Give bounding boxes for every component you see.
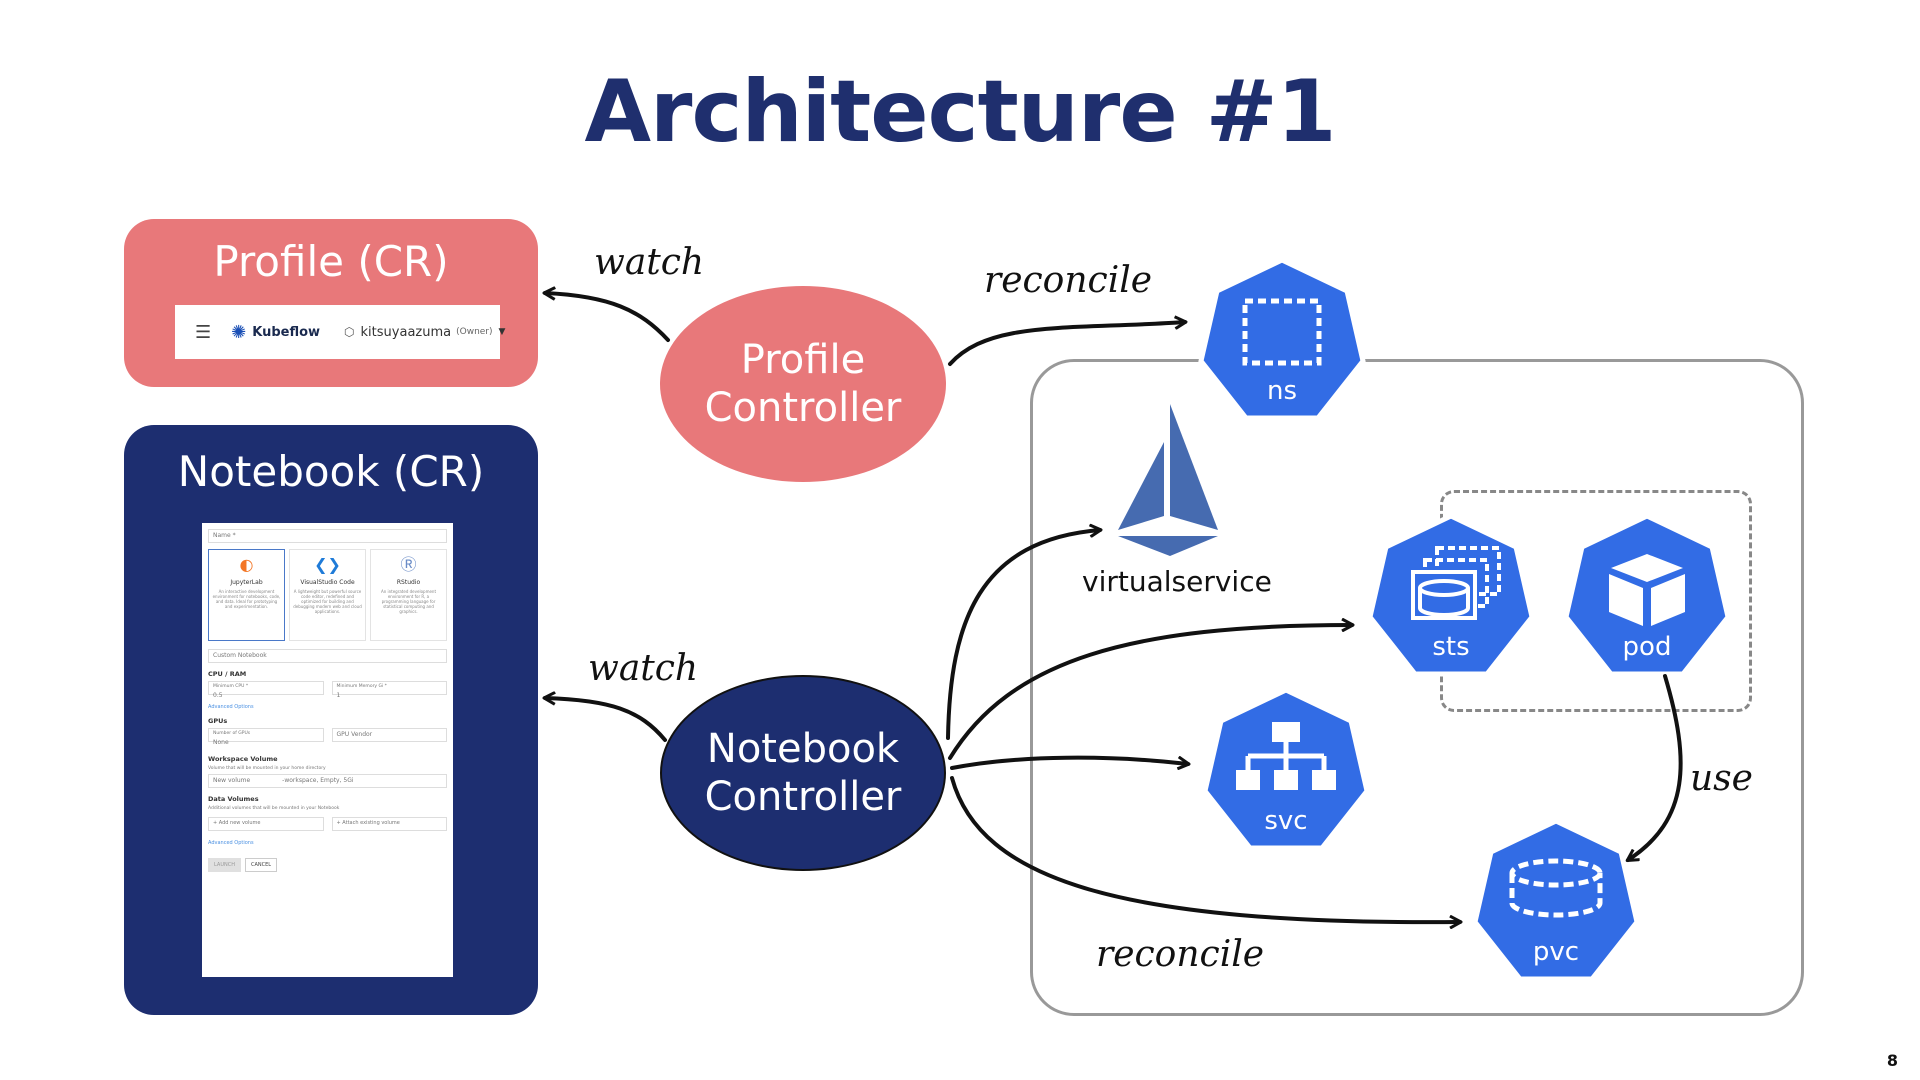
- num-gpus-value: None: [213, 739, 229, 746]
- svc-label: svc: [1264, 806, 1308, 836]
- arrow-to-virtualservice: [946, 530, 1100, 740]
- workspace-value: New volume: [213, 777, 251, 784]
- svc-hexagon: [1202, 687, 1370, 851]
- image-card-desc: A lightweight but powerful source code e…: [293, 589, 362, 614]
- pvc-label: pvc: [1532, 937, 1580, 967]
- vscode-icon: ❮❯: [314, 555, 341, 574]
- notebook-form-screenshot: Name * ◐ JupyterLab An interactive devel…: [202, 523, 453, 977]
- virtualservice-label: virtualservice: [1082, 565, 1272, 598]
- jupyter-icon: ◐: [239, 555, 254, 574]
- min-cpu-field: Minimum CPU * 0.5: [208, 681, 324, 699]
- notebook-controller-line2: Controller: [704, 774, 902, 820]
- launch-button: LAUNCH: [208, 858, 241, 872]
- ns-hexagon: [1198, 257, 1366, 421]
- data-volumes-desc: Additional volumes that will be mounted …: [208, 806, 340, 811]
- namespace-name: kitsuyaazuma: [360, 324, 452, 340]
- pod-hexagon: [1563, 513, 1731, 677]
- sts-label: sts: [1432, 632, 1470, 662]
- use-label: use: [1690, 758, 1753, 799]
- page-number: 8: [1886, 1051, 1898, 1070]
- chevron-down-icon: ▼: [498, 327, 506, 337]
- arrow-reconcile-ns: [948, 322, 1185, 366]
- image-card-desc: An interactive development environment f…: [212, 589, 281, 609]
- min-cpu-value: 0.5: [213, 692, 223, 699]
- min-memory-field: Minimum Memory Gi * 1: [331, 681, 447, 699]
- profile-controller: Profile Controller: [660, 286, 946, 482]
- arrow-to-sts: [948, 625, 1352, 760]
- pod-label: pod: [1622, 632, 1672, 662]
- namespace-cube-icon: ⬡: [344, 325, 355, 339]
- notebook-controller: Notebook Controller: [660, 675, 946, 871]
- sts-hexagon: [1367, 513, 1535, 677]
- notebook-cr-title: Notebook (CR): [177, 447, 485, 496]
- data-volumes-heading: Data Volumes: [208, 795, 259, 803]
- pod-node: pod: [1561, 512, 1733, 684]
- page-title: Architecture #1: [584, 62, 1337, 162]
- image-card-name: VisualStudio Code: [300, 579, 355, 586]
- pvc-hexagon: [1472, 818, 1640, 982]
- profile-cr-box: Profile (CR) ☰ ✺ Kubeflow ⬡ kitsuyaazuma…: [124, 219, 538, 387]
- namespace-role: (Owner): [456, 327, 493, 337]
- attach-volume-button: + Attach existing volume: [331, 817, 447, 831]
- workspace-heading: Workspace Volume: [208, 755, 278, 763]
- arrow-pod-use-pvc: [1628, 674, 1683, 860]
- image-card-vscode: ❮❯ VisualStudio Code A lightweight but p…: [289, 549, 366, 641]
- ns-node: ns: [1196, 256, 1368, 428]
- cancel-button: CANCEL: [244, 858, 278, 872]
- advanced-options-link: Advanced Options: [208, 704, 254, 710]
- min-memory-value: 1: [336, 692, 341, 699]
- sts-node: sts: [1365, 512, 1537, 684]
- workspace-desc: Volume that will be mounted in your home…: [208, 766, 326, 771]
- image-card-jupyterlab: ◐ JupyterLab An interactive development …: [208, 549, 285, 641]
- image-card-desc: An integrated development environment fo…: [380, 589, 437, 614]
- rstudio-icon: Ⓡ: [400, 555, 417, 574]
- kubeflow-brand: Kubeflow: [252, 324, 321, 340]
- profile-controller-line2: Controller: [704, 385, 902, 431]
- custom-notebook-select: Custom Notebook: [208, 649, 447, 663]
- arrow-watch-profile: [545, 293, 670, 342]
- image-card-rstudio: Ⓡ RStudio An integrated development envi…: [370, 549, 447, 641]
- watch-notebook-label: watch: [588, 648, 699, 689]
- notebook-cr-box: Notebook (CR) Name * ◐ JupyterLab An int…: [124, 425, 538, 1015]
- min-cpu-label: Minimum CPU *: [213, 684, 249, 689]
- arrow-watch-notebook: [545, 698, 667, 742]
- arrow-to-svc: [950, 755, 1188, 768]
- cluster-region: [1030, 359, 1804, 1016]
- workspace-detail: -workspace, Empty, 5Gi: [282, 777, 354, 784]
- min-memory-label: Minimum Memory Gi *: [336, 684, 387, 689]
- menu-icon: ☰: [195, 321, 212, 343]
- cpu-ram-heading: CPU / RAM: [208, 670, 247, 678]
- image-card-name: RStudio: [396, 579, 421, 586]
- profile-controller-line1: Profile: [740, 337, 866, 383]
- kubeflow-topbar: ☰ ✺ Kubeflow ⬡ kitsuyaazuma (Owner) ▼: [175, 305, 505, 359]
- ns-label: ns: [1266, 376, 1298, 406]
- svc-node: svc: [1200, 686, 1372, 858]
- reconcile-top-label: reconcile: [984, 260, 1153, 301]
- gpus-heading: GPUs: [208, 717, 228, 725]
- notebook-controller-line1: Notebook: [706, 726, 900, 772]
- workspace-volume-row: New volume -workspace, Empty, 5Gi: [208, 774, 447, 788]
- watch-profile-label: watch: [594, 242, 705, 283]
- kubeflow-logo-icon: ✺: [231, 321, 247, 343]
- istio-sail-icon: [1118, 404, 1218, 556]
- num-gpus-field: Number of GPUs None: [208, 728, 324, 746]
- gpu-vendor-field: GPU Vendor: [331, 728, 447, 742]
- name-field: Name *: [208, 529, 447, 543]
- image-cards: ◐ JupyterLab An interactive development …: [208, 549, 447, 641]
- arrow-to-pvc: [950, 776, 1460, 922]
- reconcile-bottom-label: reconcile: [1096, 934, 1265, 975]
- image-card-name: JupyterLab: [230, 579, 263, 586]
- add-volume-button: + Add new volume: [208, 817, 324, 831]
- advanced-options-link-2: Advanced Options: [208, 840, 254, 846]
- profile-cr-title: Profile (CR): [213, 237, 449, 286]
- pvc-node: pvc: [1470, 817, 1642, 989]
- num-gpus-label: Number of GPUs: [213, 731, 251, 736]
